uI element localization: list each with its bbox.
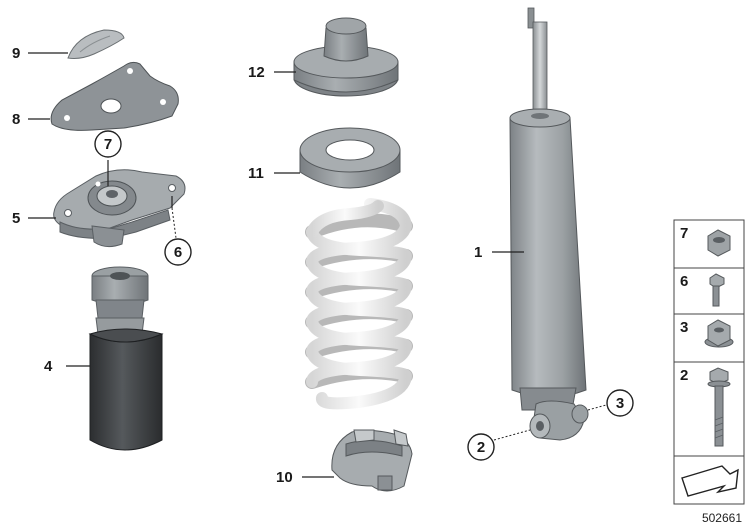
fastener-legend: 7 6 3 2 bbox=[673, 219, 745, 505]
long-bolt-icon bbox=[707, 367, 731, 447]
direction-arrow-icon bbox=[681, 465, 739, 497]
legend-label-6: 6 bbox=[680, 273, 688, 290]
part-8-gasket bbox=[50, 61, 179, 131]
callout-3-circle bbox=[606, 389, 634, 417]
callout-6-circle bbox=[164, 238, 192, 266]
part-11-spring-pad bbox=[299, 127, 401, 189]
part-5-support-bearing bbox=[53, 169, 186, 248]
part-12-spring-seat bbox=[293, 17, 399, 97]
callout-5: 5 bbox=[12, 210, 20, 227]
callout-9: 9 bbox=[12, 45, 20, 62]
part-1-shock-absorber bbox=[509, 7, 589, 441]
callout-2: 2 bbox=[477, 439, 485, 456]
callout-10: 10 bbox=[276, 469, 293, 486]
legend-label-3: 3 bbox=[680, 319, 688, 336]
drawing-number: 502661 bbox=[702, 511, 742, 525]
callout-7: 7 bbox=[104, 136, 112, 153]
callout-1: 1 bbox=[474, 244, 482, 261]
part-10-lower-seat bbox=[331, 429, 413, 492]
callout-6: 6 bbox=[174, 244, 182, 261]
callout-4: 4 bbox=[44, 358, 53, 375]
legend-label-7: 7 bbox=[680, 225, 688, 242]
hex-nut-icon bbox=[707, 229, 731, 257]
callout-11: 11 bbox=[248, 165, 264, 182]
short-bolt-icon bbox=[709, 273, 725, 307]
flange-nut-icon bbox=[704, 319, 734, 348]
legend-label-2: 2 bbox=[680, 367, 688, 384]
part-4-boot bbox=[88, 266, 164, 451]
callout-2-circle bbox=[467, 433, 495, 461]
callout-8: 8 bbox=[12, 111, 20, 128]
callout-12: 12 bbox=[248, 64, 265, 81]
callout-7-circle bbox=[94, 130, 122, 158]
part-9-cap bbox=[67, 29, 125, 59]
coil-spring bbox=[305, 198, 413, 410]
callout-3: 3 bbox=[616, 395, 624, 412]
